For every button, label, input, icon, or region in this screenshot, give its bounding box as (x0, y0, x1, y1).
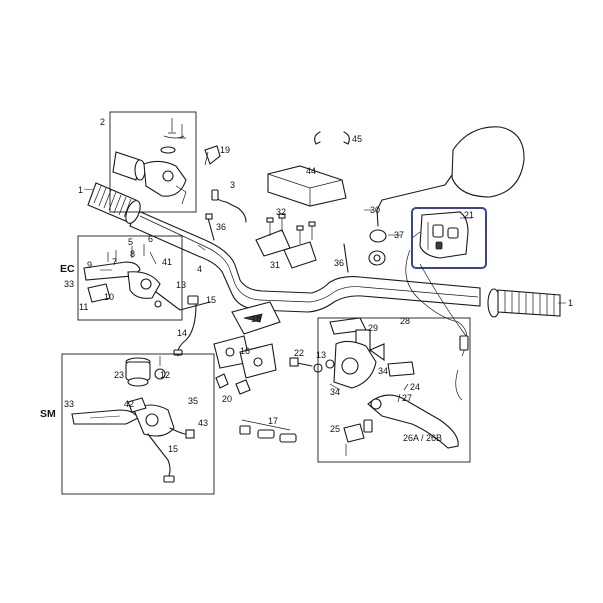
mounting-plates[interactable] (213, 335, 277, 379)
callout-13: 13 (316, 350, 326, 360)
callout-12: 12 (160, 370, 170, 380)
highlight-box (411, 207, 487, 269)
callout-4: 4 (197, 264, 202, 274)
callout-34-a: 34 (378, 366, 388, 376)
lever-assembly-sm[interactable] (71, 397, 195, 483)
frame-part-2 (109, 111, 197, 213)
plate[interactable] (231, 301, 281, 335)
frame-ec (77, 235, 183, 321)
cable[interactable] (215, 193, 247, 223)
callout-34-b: 34 (330, 387, 340, 397)
left-grip[interactable] (87, 182, 143, 225)
callout-1-right: 1 (568, 298, 573, 308)
callout-23: 23 (114, 370, 124, 380)
callout-43: 43 (198, 418, 208, 428)
callout-37: 37 (394, 230, 404, 240)
callout-7: 7 (112, 257, 117, 267)
switch-assembly[interactable] (411, 211, 469, 259)
small-parts[interactable] (239, 419, 297, 443)
callout-5: 5 (128, 237, 133, 247)
callout-11: 11 (79, 302, 88, 312)
callout-21: 21 (464, 210, 474, 220)
callout-1-left: 1 (78, 185, 83, 195)
crossbar-pad[interactable] (267, 165, 347, 207)
frame-sm (61, 353, 215, 495)
callout-8: 8 (130, 249, 135, 259)
callout-9-ec: 9 (87, 260, 92, 270)
callout-13-ec: 13 (176, 280, 186, 290)
brake-switch-wire[interactable] (289, 357, 323, 373)
callout-16: 16 (240, 346, 250, 356)
throttle-assembly[interactable] (112, 118, 187, 205)
cable-clip[interactable] (215, 373, 251, 395)
clips[interactable] (314, 131, 350, 145)
callout-30: 30 (370, 205, 380, 215)
cable-end[interactable] (204, 145, 221, 166)
callout-10: 10 (104, 292, 114, 302)
frame-part-28 (317, 317, 471, 463)
bolt[interactable] (205, 213, 215, 241)
section-label-sm: SM (40, 408, 56, 420)
callout-42: 42 (124, 399, 134, 409)
leader-lines (83, 188, 566, 419)
clutch-lever-ec[interactable] (83, 244, 211, 311)
brake-reservoir-sm[interactable] (125, 356, 166, 387)
callout-36-a: 36 (216, 222, 226, 232)
bolt-right[interactable] (343, 243, 349, 273)
callout-19: 19 (220, 145, 230, 155)
callout-41: 41 (162, 257, 172, 267)
callout-14: 14 (177, 328, 187, 338)
clutch-cable[interactable] (173, 295, 199, 357)
mirror[interactable] (368, 126, 525, 266)
handlebar-tube[interactable] (129, 209, 481, 313)
callout-35: 35 (188, 396, 198, 406)
callout-32: 32 (276, 207, 286, 217)
callout-20: 20 (222, 394, 232, 404)
callout-24: 24 (410, 382, 420, 392)
callout-15-sm: 15 (168, 444, 178, 454)
callout-45: 45 (352, 134, 362, 144)
callout-28: 28 (400, 316, 410, 326)
pivot-parts[interactable] (343, 419, 373, 456)
callout-31: 31 (270, 260, 280, 270)
callout-15-ec: 15 (206, 295, 216, 305)
callout-3: 3 (230, 180, 235, 190)
brake-master-cylinder[interactable] (325, 317, 415, 391)
callout-26a-26b: 26A / 26B (403, 433, 442, 443)
connector (459, 335, 469, 351)
callout-33-ec: 33 (64, 279, 74, 289)
callout-17: 17 (268, 416, 278, 426)
callout-22: 22 (294, 348, 304, 358)
wiring-harness (405, 249, 468, 401)
callout-29: 29 (368, 323, 378, 333)
callout-27: 27 (402, 393, 412, 403)
callout-18: 18 (251, 314, 261, 324)
callout-44: 44 (306, 166, 316, 176)
brake-lever[interactable] (367, 383, 459, 449)
right-grip[interactable] (487, 288, 561, 318)
callout-33-sm: 33 (64, 399, 74, 409)
callout-25: 25 (330, 424, 340, 434)
callout-labels: 1 1 2 3 4 5 6 7 8 9 10 11 12 13 13 14 15… (40, 117, 573, 454)
section-label-ec: EC (60, 263, 75, 275)
callout-2: 2 (100, 117, 105, 127)
callout-6: 6 (148, 234, 153, 244)
handlebar-clamps[interactable] (255, 213, 317, 269)
callout-36-b: 36 (334, 258, 344, 268)
